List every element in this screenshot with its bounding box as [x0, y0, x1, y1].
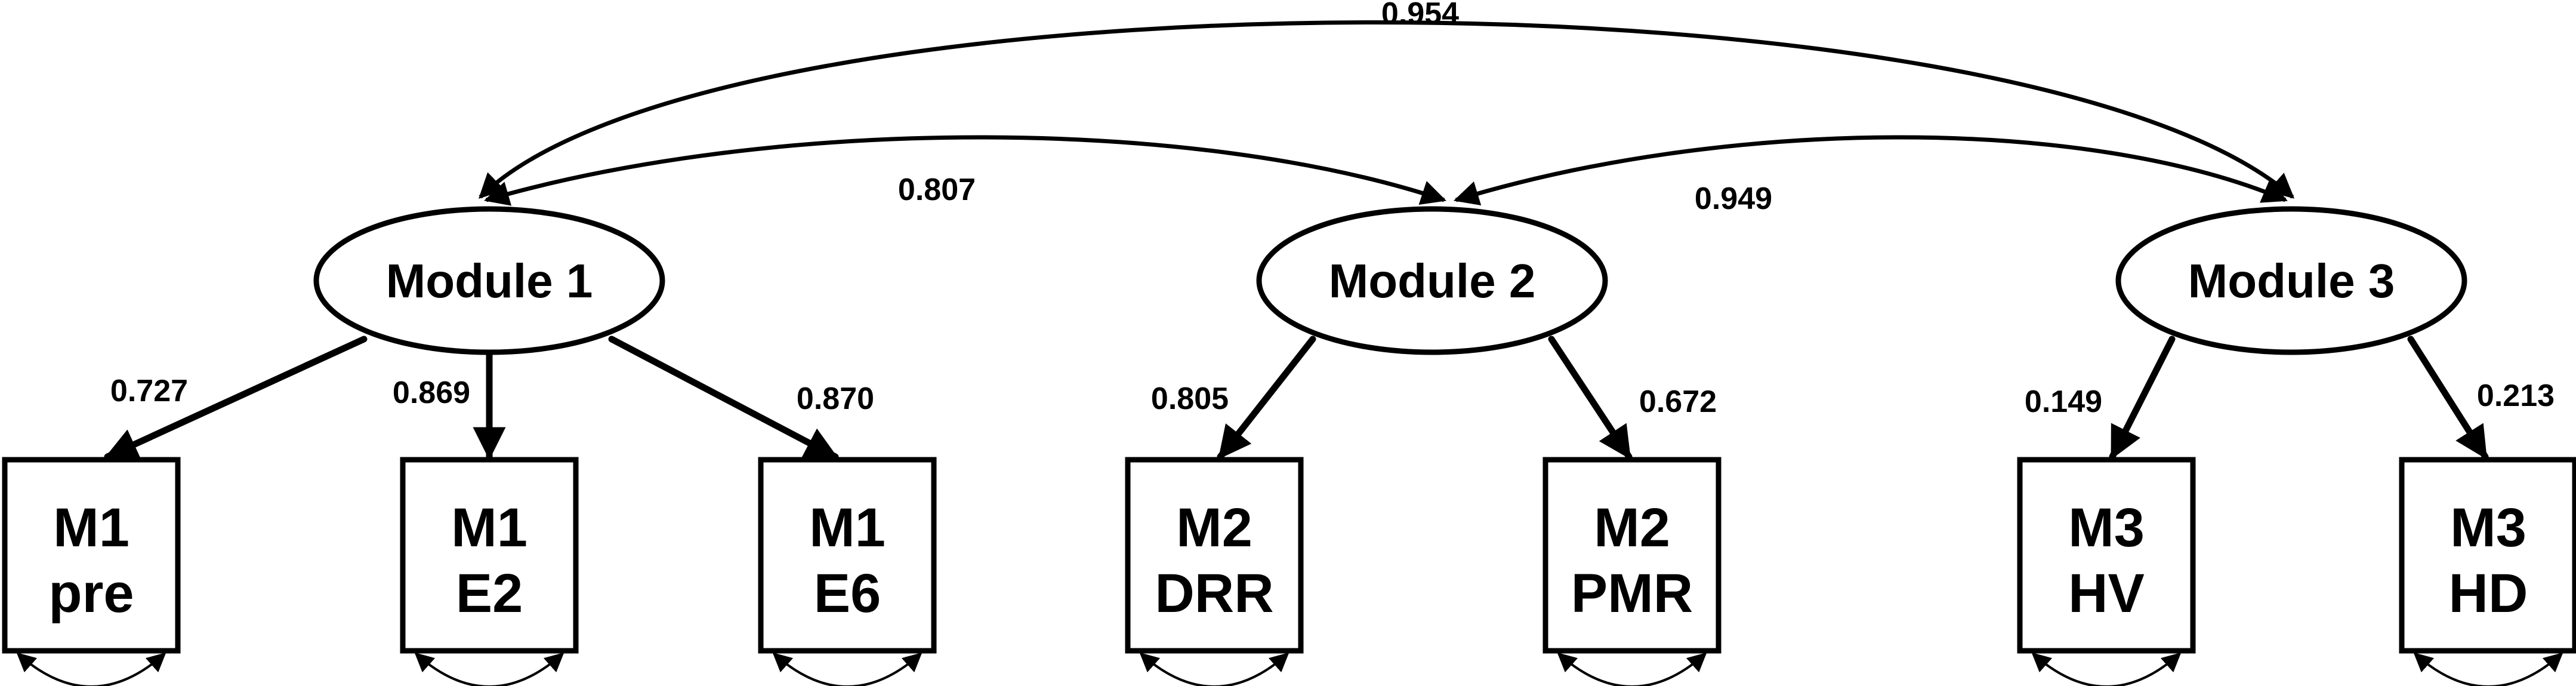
residual-arc-m2drr: [1139, 652, 1289, 686]
coef-m2-m2pmr: 0.672: [1639, 384, 1717, 419]
observed-m1pre: M1 pre: [2, 457, 181, 654]
svg-text:HV: HV: [2068, 563, 2145, 624]
svg-text:pre: pre: [48, 563, 134, 624]
observed-m1e6: M1 E6: [758, 457, 937, 654]
svg-text:E2: E2: [456, 563, 523, 624]
svg-text:PMR: PMR: [1571, 563, 1693, 624]
coef-m1-m2: 0.807: [898, 173, 976, 207]
cov-arc-m2-m3: [1453, 135, 2288, 206]
svg-text:M2: M2: [1594, 497, 1670, 558]
edge-m2-m2pmr: [1548, 336, 1633, 460]
edge-m3-m3hd: [2407, 336, 2489, 460]
coef-m3-m3hd: 0.213: [2477, 379, 2555, 413]
coef-m1-m1pre: 0.727: [110, 374, 188, 408]
coef-m1-m1e2: 0.869: [393, 376, 470, 410]
covariance-arcs: [479, 20, 2295, 206]
edge-m1-m1e6: [608, 336, 839, 460]
observed-m3hv: M3 HV: [2017, 457, 2196, 654]
svg-text:M1: M1: [53, 497, 129, 558]
svg-text:DRR: DRR: [1155, 563, 1273, 624]
svg-text:HD: HD: [2449, 563, 2528, 624]
residual-arc-m1e6: [772, 652, 923, 686]
observed-m2drr: M2 DRR: [1125, 457, 1304, 654]
edge-m1-m1pre: [104, 336, 368, 460]
observed-m2pmr: M2 PMR: [1542, 457, 1722, 654]
svg-text:Module 1: Module 1: [386, 254, 593, 307]
latent-m1: Module 1: [313, 206, 665, 355]
residual-arcs: [16, 652, 2563, 686]
edge-m2-m2drr: [1217, 336, 1316, 460]
svg-text:Module 3: Module 3: [2188, 254, 2395, 307]
residual-arc-m1e2: [414, 652, 564, 686]
coef-m1-m3: 0.954: [1381, 0, 1459, 31]
loading-edges: [104, 336, 2489, 460]
svg-text:M2: M2: [1176, 497, 1252, 558]
svg-text:M3: M3: [2068, 497, 2145, 558]
residual-arc-m2pmr: [1557, 652, 1707, 686]
coef-m2-m2drr: 0.805: [1151, 382, 1229, 416]
coef-m2-m3: 0.949: [1695, 182, 1772, 216]
coef-m3-m3hv: 0.149: [2025, 384, 2102, 419]
observed-m1e2: M1 E2: [400, 457, 579, 654]
latent-m2: Module 2: [1256, 206, 1608, 355]
latent-variables: Module 1 Module 2 Module 3: [313, 206, 2467, 355]
residual-arc-m3hv: [2031, 652, 2182, 686]
edge-m3-m3hv: [2109, 336, 2176, 460]
coef-m1-m1e6: 0.870: [797, 382, 874, 416]
cov-arc-m1-m3: [479, 20, 2295, 199]
cov-arc-m1-m2: [483, 135, 1446, 206]
latent-m3: Module 3: [2115, 206, 2467, 355]
svg-text:E6: E6: [814, 563, 881, 624]
svg-text:M3: M3: [2450, 497, 2526, 558]
svg-text:Module 2: Module 2: [1329, 254, 1536, 307]
svg-text:M1: M1: [809, 497, 886, 558]
svg-text:M1: M1: [451, 497, 527, 558]
residual-arc-m3hd: [2413, 652, 2563, 686]
residual-arc-m1pre: [16, 652, 166, 686]
observed-m3hd: M3 HD: [2399, 457, 2576, 654]
coefficient-labels: 0.954 0.807 0.949 0.727 0.869 0.870 0.80…: [110, 0, 2555, 419]
observed-variables: M1 pre M1 E2 M1 E6 M2 DRR M2 PMR M3 HV: [2, 457, 2576, 654]
